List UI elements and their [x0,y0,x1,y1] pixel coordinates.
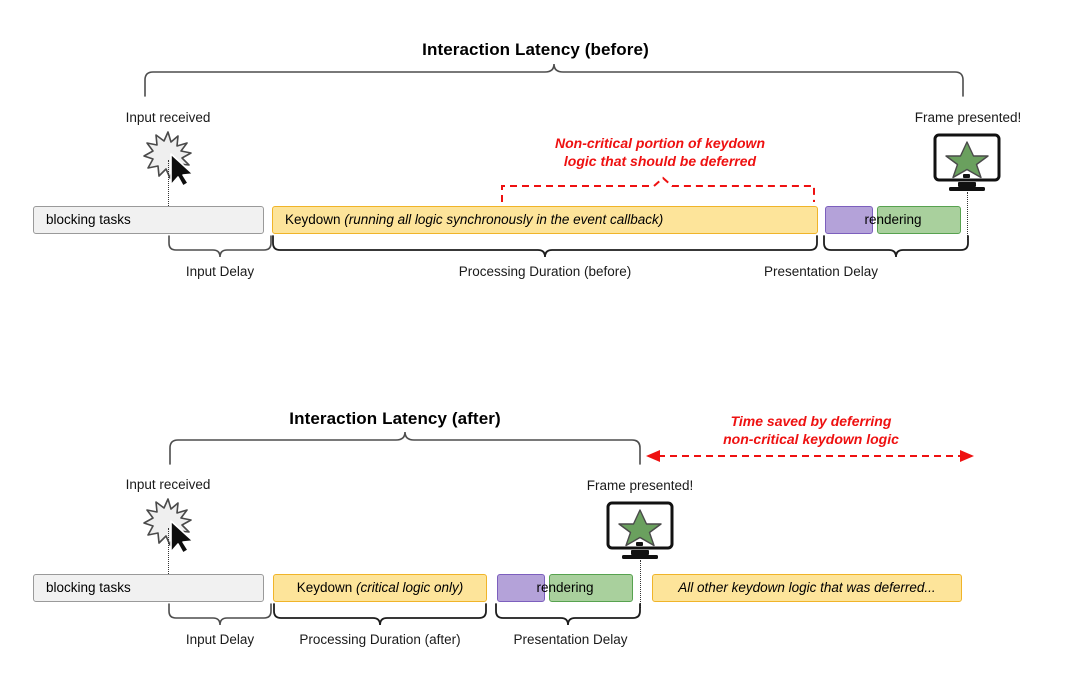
after-section-title: Interaction Latency (after) [289,409,501,428]
after-input-received-label: Input received [125,477,211,492]
before-input-received-label: Input received [125,110,211,125]
before-presentation-delay-label: Presentation Delay [763,264,879,279]
after-bar-deferred-logic[interactable]: All other keydown logic that was deferre… [652,574,962,602]
after-processing-duration-label: Processing Duration (after) [299,632,461,647]
after-rendering-label: rendering [536,580,594,595]
before-callout-line-1: Non-critical portion of keydown [554,135,765,151]
before-frame-guideline [967,192,968,240]
before-callout-text: Non-critical portion of keydown logic th… [460,134,860,170]
before-interaction-latency-brace [144,63,964,97]
after-input-delay-label: Input Delay [185,632,255,647]
before-bar-keydown[interactable]: Keydown (running all logic synchronously… [272,206,818,234]
before-bar-keydown-prefix: Keydown [285,212,345,227]
before-input-delay-label: Input Delay [185,264,255,279]
star-icon [618,509,662,547]
before-input-burst-group [143,131,194,187]
before-processing-duration-label: Processing Duration (before) [458,264,632,279]
arrow-head-left-icon [646,450,660,462]
before-bar-rendering-green[interactable] [877,206,961,234]
monitor-frame-icon [606,501,674,559]
before-bar-keydown-label: Keydown (running all logic synchronously… [273,207,675,233]
after-time-saved-arrow [646,450,974,462]
after-presentation-delay-brace [495,603,641,626]
after-bar-deferred-label: All other keydown logic that was deferre… [672,575,941,601]
before-rendering-label: rendering [864,212,922,227]
after-bar-keydown-italic: (critical logic only) [356,580,464,595]
before-frame-presented-label: Frame presented! [914,110,1022,125]
after-bar-blocking-label: blocking tasks [46,580,131,595]
after-processing-duration-brace [273,603,487,626]
before-section-title: Interaction Latency (before) [422,40,649,59]
after-bar-rendering-green[interactable] [549,574,633,602]
before-input-guideline [168,160,169,210]
after-input-burst-group [143,498,194,554]
after-callout-line-1: Time saved by deferring [730,413,892,429]
after-input-delay-brace [168,603,272,626]
mouse-cursor-icon [170,520,194,554]
before-monitor-group [933,133,1001,191]
after-bar-rendering-purple[interactable] [497,574,545,602]
after-bar-keydown[interactable]: Keydown (critical logic only) [273,574,487,602]
before-input-delay-brace [168,235,272,258]
before-bar-blocking-tasks[interactable]: blocking tasks [33,206,264,234]
mouse-cursor-icon [170,153,194,187]
after-callout-line-2: non-critical keydown logic [723,431,899,447]
after-bar-blocking-tasks[interactable]: blocking tasks [33,574,264,602]
before-noncritical-dashed-brace [501,176,815,202]
star-icon [945,141,989,179]
arrow-head-right-icon [960,450,974,462]
before-callout-line-2: logic that should be deferred [563,153,757,169]
after-input-guideline [168,528,169,578]
after-bar-keydown-prefix: Keydown [296,580,356,595]
after-frame-presented-label: Frame presented! [586,478,694,493]
after-monitor-group [606,501,674,559]
before-bar-blocking-label: blocking tasks [46,212,131,227]
after-interaction-latency-brace [169,431,641,465]
monitor-frame-icon [933,133,1001,191]
before-bar-rendering-purple[interactable] [825,206,873,234]
before-bar-keydown-italic: (running all logic synchronously in the … [344,212,664,227]
after-presentation-delay-label: Presentation Delay [513,632,628,647]
after-bar-deferred-italic: All other keydown logic that was deferre… [678,580,936,595]
before-processing-duration-brace [272,235,818,258]
before-presentation-delay-brace [823,235,969,258]
after-frame-guideline [640,560,641,608]
after-bar-keydown-label: Keydown (critical logic only) [291,575,470,601]
after-callout-text: Time saved by deferring non-critical key… [650,412,972,448]
